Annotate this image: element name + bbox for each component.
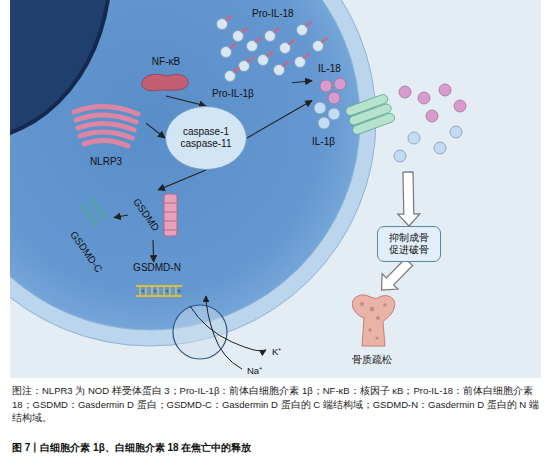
nfkb-protein: [142, 74, 188, 90]
arrow-connector: [158, 170, 206, 190]
node-label: GSDMD-C: [67, 229, 104, 275]
node-label: 骨质疏松: [352, 354, 392, 366]
node-label: GSDMD-N: [133, 262, 181, 274]
arrow-connector: [152, 240, 154, 262]
interleukin-node: IL-18IL-1β: [312, 62, 472, 172]
membrane-pore: [173, 305, 227, 359]
arrow-connector: [292, 81, 312, 83]
gsdmd-c-node: GSDMD-C: [64, 198, 114, 276]
interleukin-molecules: [314, 78, 466, 162]
effect-box: 抑制成骨 促进破骨: [377, 226, 441, 262]
gsdmd-node: GSDMD: [128, 190, 178, 240]
membrane-channel: [345, 93, 396, 135]
node-label: caspase-11: [181, 138, 232, 150]
node-label: NLRP3: [90, 156, 122, 168]
node-label: Pro-IL-18: [252, 8, 294, 20]
pro-interleukin-node: Pro-IL-18Pro-IL-1β: [212, 6, 292, 102]
gsdmd-protein: [164, 194, 177, 236]
nucleus: [10, 0, 110, 140]
arrow-connector: [146, 123, 165, 138]
figure-title: 图 7丨白细胞介素 1β、白细胞介素 18 在焦亡中的释放: [12, 441, 539, 454]
gsdmd-n-node: GSDMD-N: [124, 262, 190, 302]
node-label: Pro-IL-1β: [212, 88, 254, 100]
node-label: IL-18: [318, 63, 341, 75]
pro-interleukin-molecules: [217, 16, 328, 82]
arrow-connector: [247, 101, 312, 139]
sodium-influx-arrow: [206, 296, 242, 369]
node-label: caspase-1: [183, 126, 229, 138]
golgi-nlrp3: [74, 106, 138, 146]
arrow-connector: [114, 215, 128, 218]
potassium-efflux-arrow: [190, 306, 266, 351]
node-label: NF-κB: [152, 56, 180, 68]
arrow-connector: [166, 96, 206, 106]
nlrp3-node: NLRP3: [66, 102, 146, 168]
osteoporotic-bone: [352, 295, 394, 346]
gsdmd-c-domain: [80, 197, 108, 228]
gsdmd-n-domain: [136, 286, 182, 296]
bone-node: 骨质疏松: [340, 290, 404, 366]
hollow-arrow: [398, 172, 420, 226]
hollow-arrow: [382, 259, 413, 291]
node-label: GSDMD: [130, 196, 161, 233]
node-label: 抑制成骨 促进破骨: [385, 232, 433, 256]
caspase-circle: caspase-1caspase-11: [165, 106, 247, 170]
nfkb-node: NF-κB: [136, 56, 196, 96]
figure-caption: 图注：NLPR3 为 NOD 样受体蛋白 3；Pro-IL-1β：前体白细胞介素…: [12, 384, 539, 425]
ion-label: Na⁺: [247, 365, 262, 377]
ion-label: K⁺: [272, 346, 281, 358]
node-label: IL-1β: [312, 136, 335, 148]
